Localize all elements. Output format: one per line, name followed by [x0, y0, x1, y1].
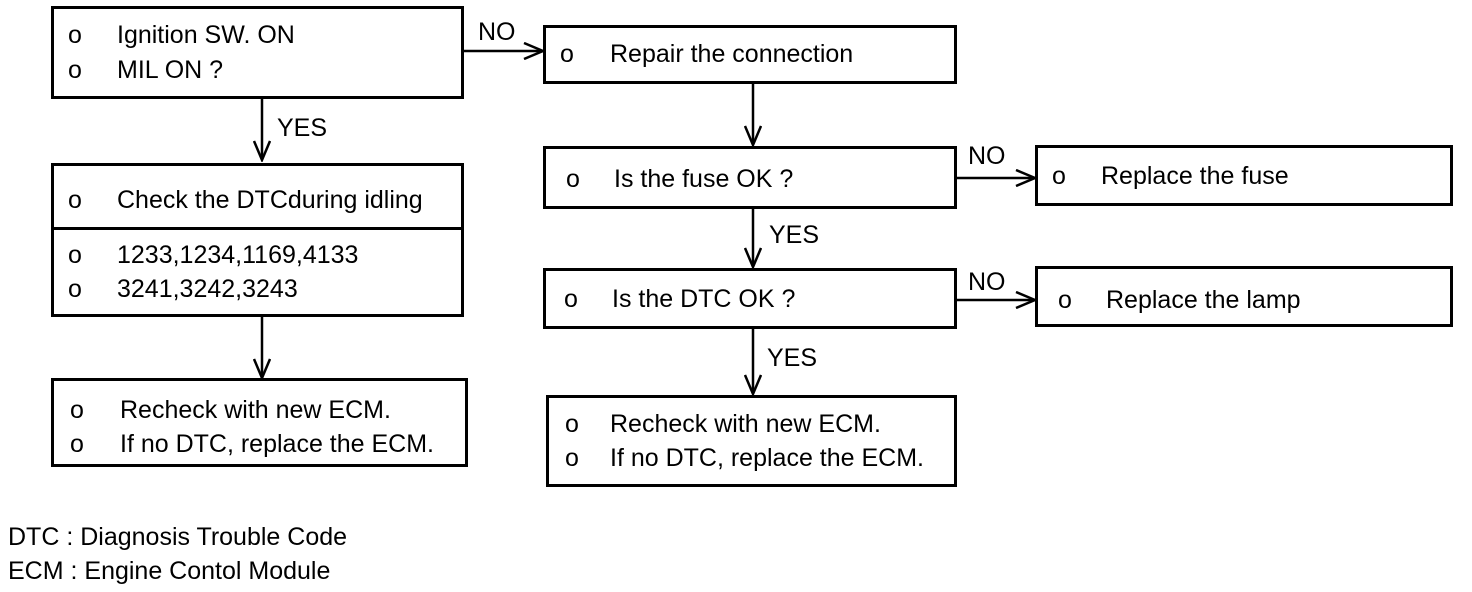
bullet-mark: o — [68, 186, 82, 214]
bullet-mark: o — [68, 241, 82, 269]
dtc-ok-row: o Is the DTC OK ? — [546, 282, 954, 316]
recheck-right-row-1: o Recheck with new ECM. — [549, 407, 954, 441]
check-dtc-divider — [54, 227, 461, 230]
recheck-left-line-2: If no DTC, replace the ECM. — [120, 430, 435, 458]
edge-label-fuse-yes: YES — [769, 221, 820, 249]
bullet-mark: o — [565, 444, 579, 472]
legend-dtc: DTC : Diagnosis Trouble Code — [8, 523, 348, 551]
recheck-left-row-1: o Recheck with new ECM. — [54, 393, 465, 427]
check-dtc-header: Check the DTCduring idling — [117, 186, 423, 214]
bullet-mark: o — [564, 285, 578, 313]
repair-row: o Repair the connection — [546, 37, 954, 71]
bullet-mark: o — [68, 21, 82, 49]
bullet-mark: o — [70, 430, 84, 458]
recheck-left-box: o Recheck with new ECM. o If no DTC, rep… — [51, 378, 468, 467]
start-line-2: MIL ON ? — [117, 56, 224, 84]
recheck-right-row-2: o If no DTC, replace the ECM. — [549, 441, 954, 475]
edge-label-dtc-no: NO — [968, 268, 1006, 296]
bullet-mark: o — [1052, 162, 1066, 190]
dtc-ok-text: Is the DTC OK ? — [612, 285, 796, 313]
bullet-mark: o — [70, 396, 84, 424]
fuse-ok-text: Is the fuse OK ? — [614, 165, 794, 193]
repair-text: Repair the connection — [610, 40, 854, 68]
bullet-mark: o — [566, 165, 580, 193]
dtc-codes-line-2: 3241,3242,3243 — [117, 275, 298, 303]
replace-fuse-row: o Replace the fuse — [1038, 159, 1450, 193]
replace-fuse-box: o Replace the fuse — [1035, 145, 1453, 206]
bullet-mark: o — [1058, 286, 1072, 314]
recheck-left-line-1: Recheck with new ECM. — [120, 396, 391, 424]
bullet-mark: o — [68, 275, 82, 303]
check-dtc-row-1: o 1233,1234,1169,4133 — [54, 238, 461, 272]
dtc-ok-box: o Is the DTC OK ? — [543, 268, 957, 329]
recheck-right-line-1: Recheck with new ECM. — [610, 410, 881, 438]
start-row-2: o MIL ON ? — [54, 53, 461, 87]
check-dtc-header-row: o Check the DTCduring idling — [54, 183, 461, 217]
recheck-right-box: o Recheck with new ECM. o If no DTC, rep… — [546, 395, 957, 487]
dtc-codes-line-1: 1233,1234,1169,4133 — [117, 241, 359, 269]
fuse-ok-row: o Is the fuse OK ? — [546, 162, 954, 196]
edge-label-start-no: NO — [478, 18, 516, 46]
replace-lamp-text: Replace the lamp — [1106, 286, 1301, 314]
check-dtc-box: o Check the DTCduring idling o 1233,1234… — [51, 163, 464, 317]
bullet-mark: o — [560, 40, 574, 68]
edge-label-dtc-yes: YES — [767, 344, 818, 372]
edge-label-start-yes: YES — [277, 114, 328, 142]
check-dtc-row-2: o 3241,3242,3243 — [54, 272, 461, 306]
replace-lamp-box: o Replace the lamp — [1035, 266, 1453, 327]
start-line-1: Ignition SW. ON — [117, 21, 295, 49]
edge-label-fuse-no: NO — [968, 142, 1006, 170]
recheck-left-row-2: o If no DTC, replace the ECM. — [54, 427, 465, 461]
legend-ecm: ECM : Engine Contol Module — [8, 557, 331, 585]
replace-fuse-text: Replace the fuse — [1101, 162, 1289, 190]
repair-box: o Repair the connection — [543, 25, 957, 84]
fuse-ok-box: o Is the fuse OK ? — [543, 146, 957, 209]
bullet-mark: o — [68, 56, 82, 84]
bullet-mark: o — [565, 410, 579, 438]
start-row-1: o Ignition SW. ON — [54, 18, 461, 52]
replace-lamp-row: o Replace the lamp — [1038, 283, 1450, 317]
recheck-right-line-2: If no DTC, replace the ECM. — [610, 444, 925, 472]
start-box: o Ignition SW. ON o MIL ON ? — [51, 6, 464, 99]
